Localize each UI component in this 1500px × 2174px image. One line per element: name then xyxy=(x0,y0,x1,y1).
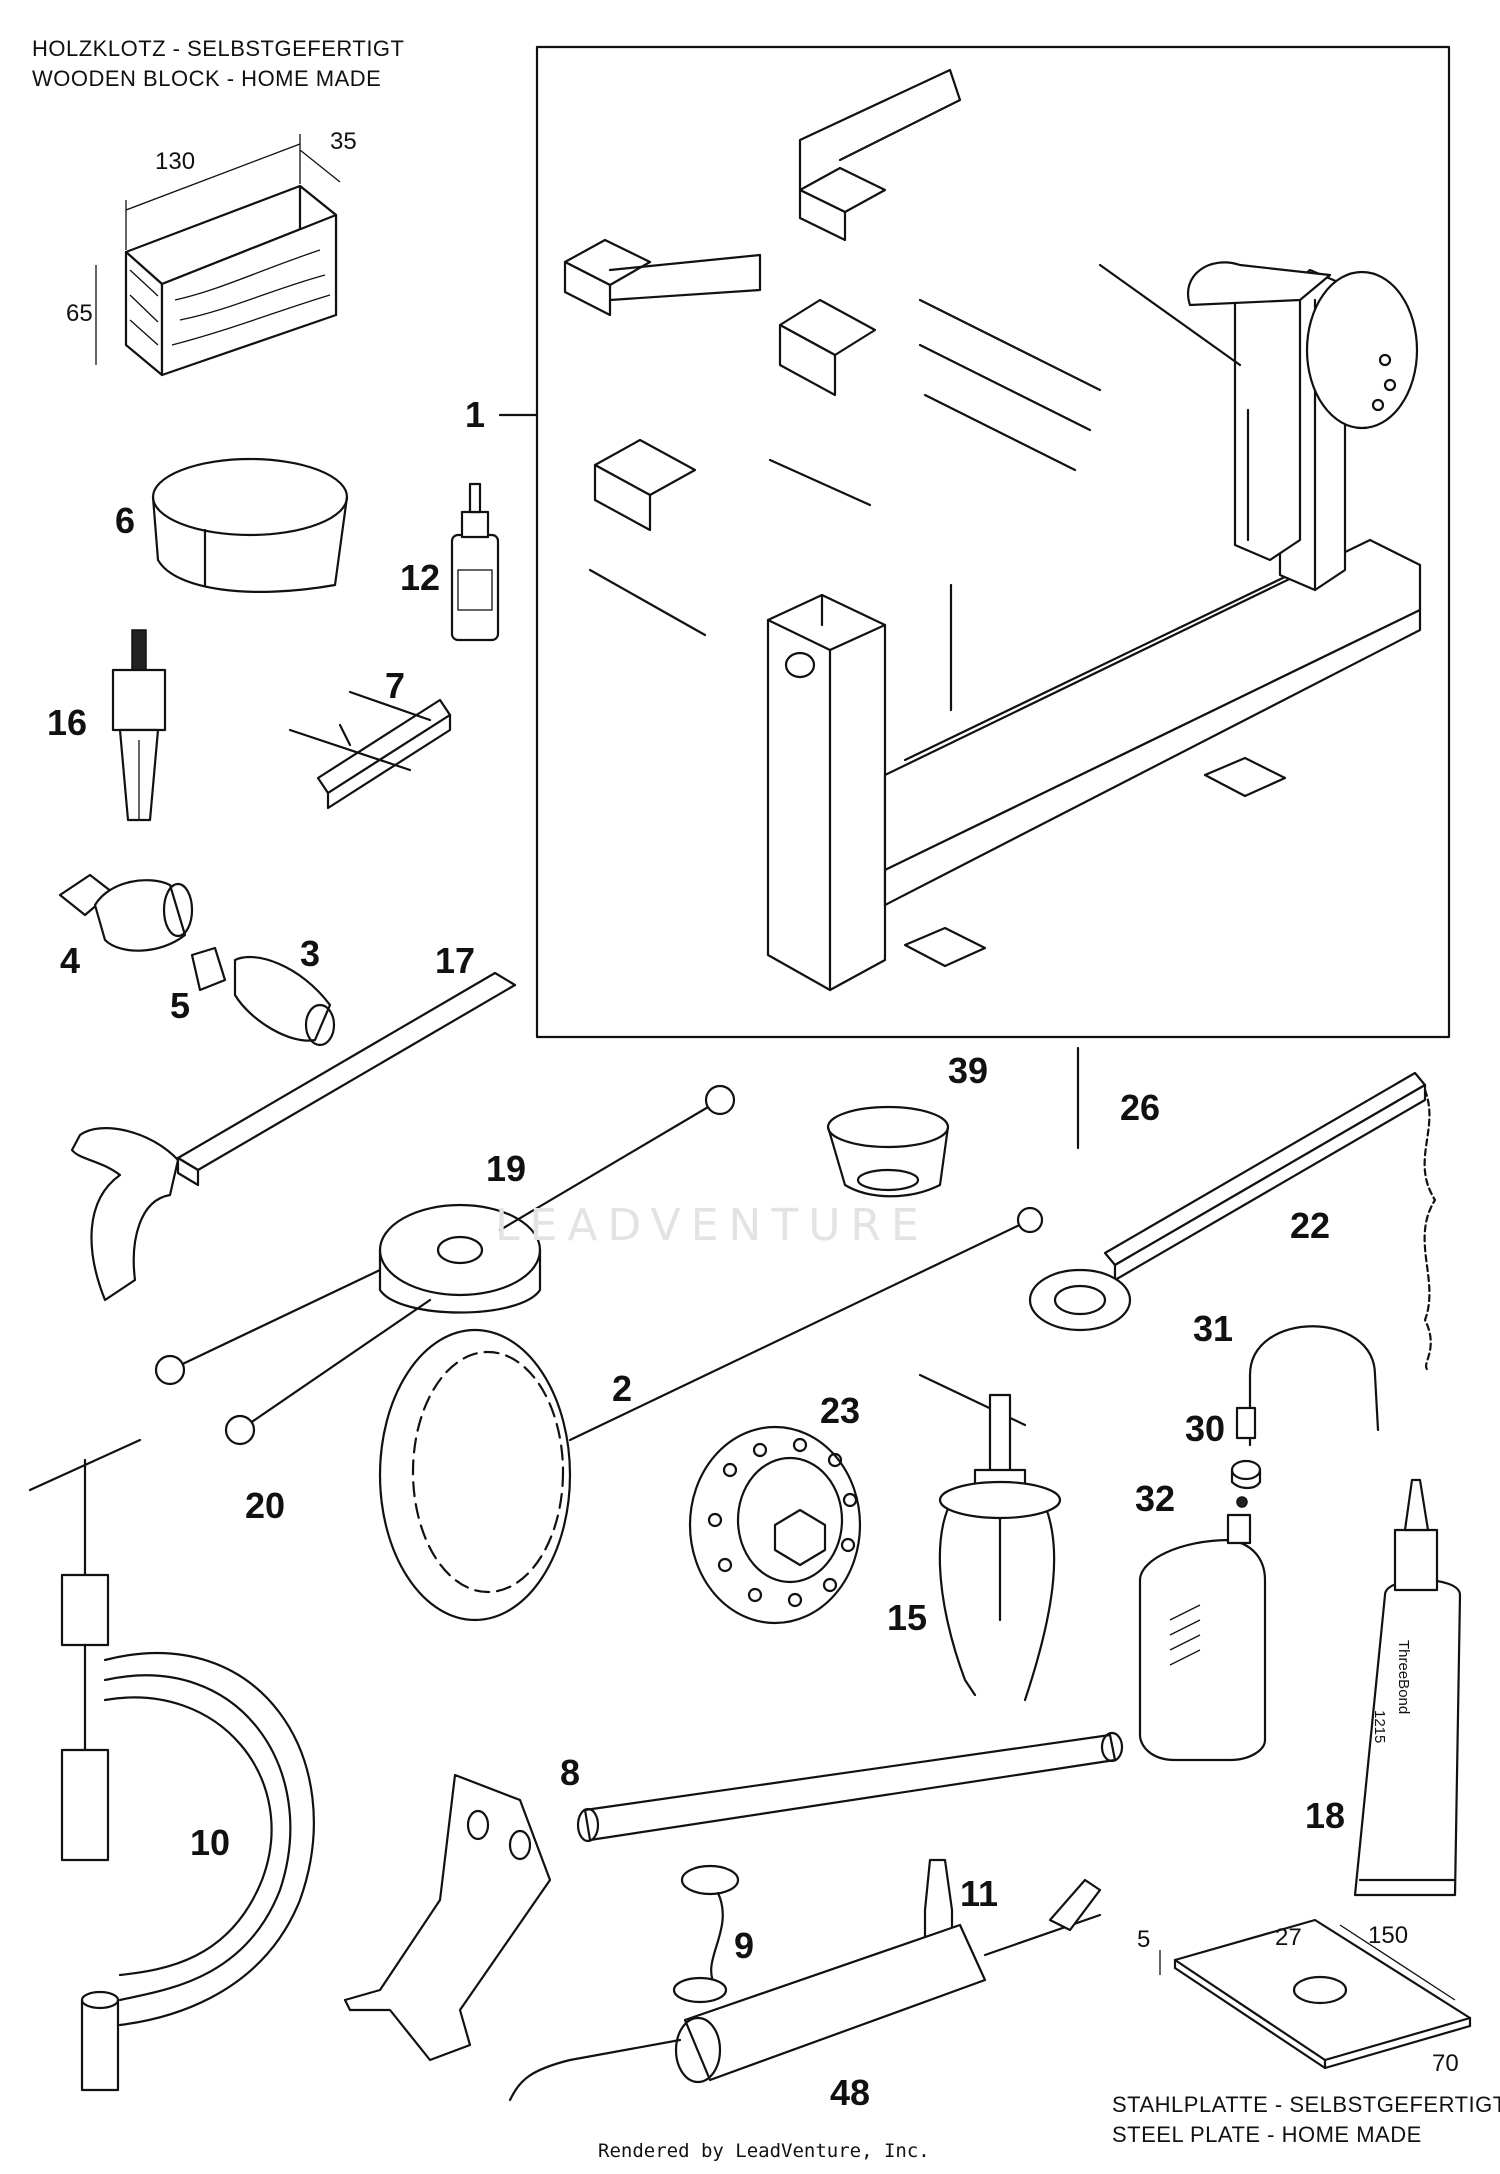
puller-16-drawing xyxy=(111,629,167,822)
callout-19: 19 xyxy=(486,1148,527,1189)
tube-brand: ThreeBond xyxy=(1395,1640,1412,1715)
assembly-frame-box xyxy=(535,45,1451,1039)
callout-11: 11 xyxy=(960,1873,999,1914)
callout-8: 8 xyxy=(560,1752,581,1793)
callout-39: 39 xyxy=(948,1050,989,1091)
callout-23: 23 xyxy=(820,1390,861,1431)
steel-plate-hole: 27 xyxy=(1275,1924,1302,1951)
tool-9-drawing xyxy=(672,1864,740,2004)
wooden-block-height: 65 xyxy=(66,300,93,327)
puller-15-drawing xyxy=(918,1373,1062,1702)
callout-6: 6 xyxy=(115,500,136,541)
watermark: LEADVENTURE xyxy=(495,1200,929,1251)
callout-31: 31 xyxy=(1193,1308,1234,1349)
wooden-block-length: 130 xyxy=(155,148,196,175)
wooden-block-title-de: HOLZKLOTZ - SELBSTGEFERTIGT xyxy=(32,36,405,61)
callout-16: 16 xyxy=(47,702,88,743)
callout-2: 2 xyxy=(612,1368,633,1409)
tube-code: 1215 xyxy=(1371,1710,1388,1744)
tool-19-drawing xyxy=(154,1084,736,1446)
footer-credit: Rendered by LeadVenture, Inc. xyxy=(598,2140,930,2162)
steel-plate-thickness: 5 xyxy=(1137,1926,1151,1953)
tool-23-drawing xyxy=(688,1425,862,1625)
parts-31-30-32-drawing xyxy=(1138,1325,1380,1762)
tool-2-drawing xyxy=(378,1206,1044,1622)
steel-plate-length: 150 xyxy=(1368,1922,1409,1949)
callout-5: 5 xyxy=(170,985,191,1026)
callout-7: 7 xyxy=(385,665,406,706)
callout-20: 20 xyxy=(245,1485,286,1526)
tool-7-drawing xyxy=(288,690,452,810)
parts-4-5-3-drawing xyxy=(58,873,336,1047)
wooden-block-width: 35 xyxy=(330,128,357,155)
steel-plate-drawing xyxy=(1159,1918,1472,2070)
ring-6-drawing xyxy=(151,457,349,593)
grease-gun-48-drawing xyxy=(508,1878,1102,2102)
wooden-block-title-en: WOODEN BLOCK - HOME MADE xyxy=(32,66,382,91)
tool-22-drawing xyxy=(1028,1071,1437,1372)
steel-plate-title-de: STAHLPLATTE - SELBSTGEFERTIGT xyxy=(1112,2092,1500,2117)
callout-15: 15 xyxy=(887,1597,928,1638)
callout-10: 10 xyxy=(190,1822,231,1863)
callout-4: 4 xyxy=(60,940,81,981)
wooden-block-drawing xyxy=(95,134,341,377)
callout-18: 18 xyxy=(1305,1795,1346,1836)
cup-39-drawing xyxy=(826,1105,950,1198)
bottle-12-drawing xyxy=(450,482,500,642)
clamp-10-drawing xyxy=(28,1438,315,2092)
steel-plate-width: 70 xyxy=(1432,2050,1459,2077)
callout-26: 26 xyxy=(1120,1087,1161,1128)
callout-48: 48 xyxy=(830,2072,871,2113)
callout-9: 9 xyxy=(734,1925,755,1966)
assembly-1-drawing xyxy=(563,68,1422,992)
callout-32: 32 xyxy=(1135,1478,1176,1519)
tube-18-drawing xyxy=(1353,1478,1462,1897)
callout-30: 30 xyxy=(1185,1408,1226,1449)
callout-12: 12 xyxy=(400,557,441,598)
tool-17-drawing xyxy=(70,971,517,1302)
callout-22: 22 xyxy=(1290,1205,1331,1246)
callout-17: 17 xyxy=(435,940,476,981)
callout-3: 3 xyxy=(300,933,321,974)
tool-8-drawing xyxy=(343,1731,1124,2062)
callout-1: 1 xyxy=(465,394,486,435)
steel-plate-title-en: STEEL PLATE - HOME MADE xyxy=(1112,2122,1422,2147)
